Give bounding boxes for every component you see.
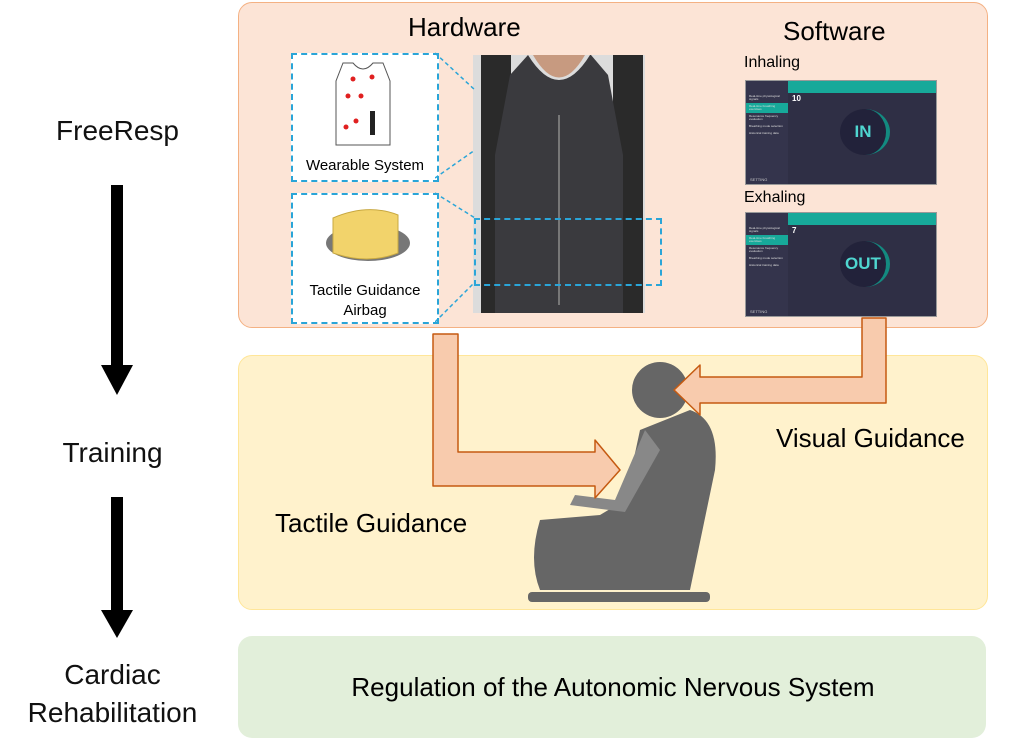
menu-item[interactable]: Real-time physiological signals [749,226,780,233]
outcome-label: Regulation of the Autonomic Nervous Syst… [351,672,875,702]
person-in-vest-image [473,55,645,313]
menu-item[interactable]: Historical training data [749,131,779,135]
visual-guidance-label: Visual Guidance [776,423,965,453]
exhaling-label: Exhaling [744,189,806,206]
tactile-guidance-label: Tactile Guidance [275,508,468,538]
seated-person-icon [528,362,716,602]
menu-item[interactable]: Historical training data [749,263,779,267]
stage-training: Training [62,437,163,468]
vest-photo [473,55,645,313]
stage-cardiac-rehabilitation: Cardiac Rehabilitation [27,659,198,728]
airbag-image [326,209,410,261]
airbag-highlight [474,218,662,286]
settings-button[interactable]: SETTING [750,309,768,314]
outcome-panel [238,636,986,738]
callout-lines [435,52,476,323]
vest-sketch-icon [335,62,391,146]
stage-flow-arrows [101,185,133,638]
airbag-box: Tactile Guidance Airbag [291,193,439,324]
settings-button[interactable]: SETTING [750,177,768,182]
inhale-indicator: IN [840,109,890,155]
breath-count: 10 [792,94,801,103]
menu-item[interactable]: Resonance frequency evaluation [749,246,779,253]
menu-item[interactable]: Breathing mode selection [749,256,783,260]
menu-item[interactable]: Resonance frequency evaluation [749,114,779,121]
menu-item[interactable]: Breathing mode selection [749,124,783,128]
exhale-indicator: OUT [840,241,890,287]
inhaling-label: Inhaling [744,54,801,71]
airbag-label: Tactile Guidance Airbag [309,282,421,319]
tactile-guidance-arrow [432,333,621,499]
menu-item-active[interactable]: Real-time breathing exercises [746,103,788,113]
menu-item-active[interactable]: Real-time breathing exercises [746,235,788,245]
wearable-system-box: Wearable System [291,53,439,182]
software-title: Software [783,16,886,46]
wearable-system-label: Wearable System [305,157,425,174]
hardware-title: Hardware [408,12,521,42]
breath-count: 7 [792,226,797,235]
stage-freeresp: FreeResp [56,115,179,146]
visual-guidance-arrow [673,317,887,416]
menu-item[interactable]: Real-time physiological signals [749,94,780,101]
